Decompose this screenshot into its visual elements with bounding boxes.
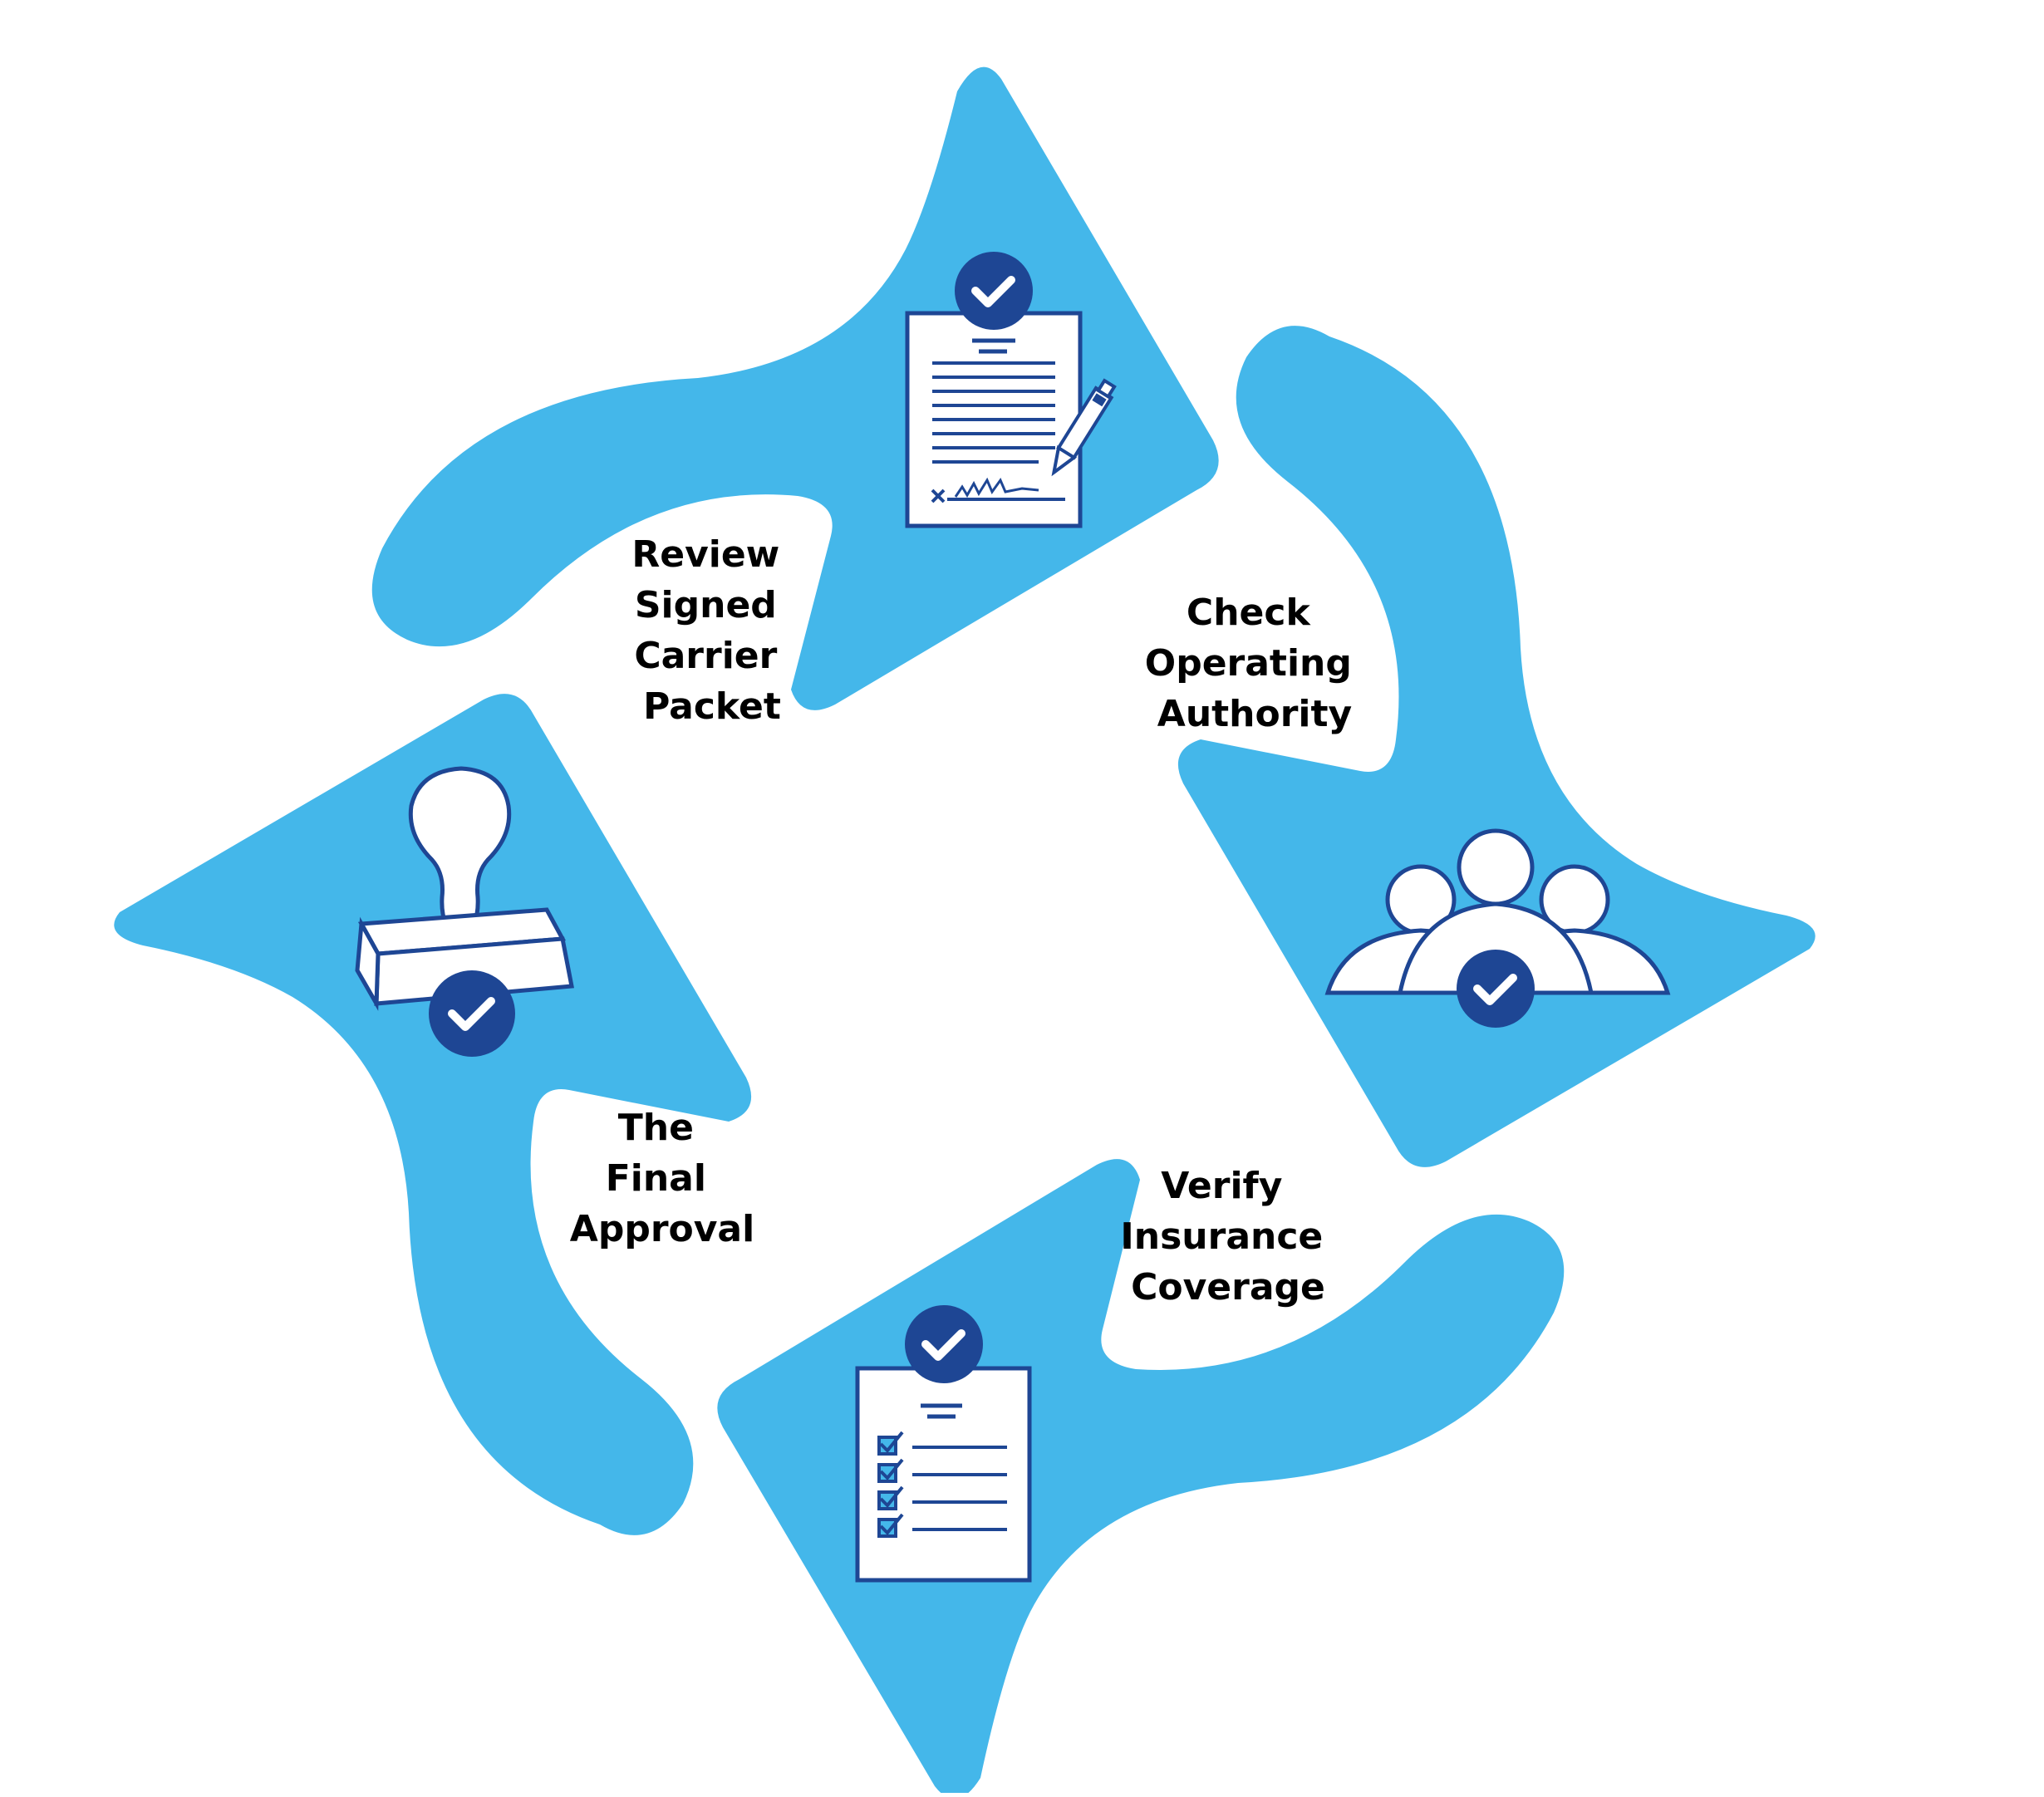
person-center-body — [1397, 901, 1594, 995]
stamp-block-side — [355, 916, 381, 1011]
insurance-label-line-3: Coverage — [1131, 1266, 1325, 1308]
review-label-line-2: Signed — [635, 584, 777, 626]
authority-label-line-2: Operating — [1145, 642, 1352, 685]
rubber-stamp-icon — [355, 766, 574, 1057]
insurance-label-line-1: Verify — [1161, 1165, 1282, 1207]
insurance-label-line-2: Insurance — [1120, 1215, 1323, 1258]
check-badge-icon — [905, 1305, 983, 1383]
person-center-head — [1457, 828, 1535, 906]
approval-label-line-1: The — [618, 1107, 694, 1149]
authority-step-label: Check Operating Authority — [1145, 592, 1364, 735]
checklist-clipboard-icon — [855, 1305, 1032, 1583]
authority-label-line-3: Authority — [1157, 693, 1352, 735]
signed-document-icon — [905, 252, 1117, 528]
signature-squiggle — [954, 477, 1039, 498]
step-labels: Review Signed Carrier Packet Check Opera… — [570, 533, 1364, 1308]
checklist-rows — [877, 1431, 1007, 1538]
approval-label-line-3: Approval — [570, 1208, 754, 1250]
check-badge-icon — [429, 970, 515, 1057]
people-group-check-icon — [1324, 828, 1671, 1028]
approval-step-label: The Final Approval — [570, 1107, 754, 1250]
cycle-arrow-left — [114, 694, 752, 1535]
pen-icon — [1051, 378, 1117, 477]
review-label-line-3: Carrier — [634, 635, 777, 677]
cycle-arrows — [114, 66, 1816, 1797]
cycle-arrow-right — [1177, 326, 1816, 1167]
stamp-handle — [408, 766, 512, 948]
cycle-arrow-top — [371, 66, 1219, 710]
insurance-step-label: Verify Insurance Coverage — [1120, 1165, 1335, 1308]
authority-label-line-1: Check — [1187, 592, 1312, 634]
check-badge-icon — [955, 252, 1033, 330]
approval-label-line-2: Final — [606, 1157, 706, 1200]
review-label-line-4: Packet — [643, 685, 781, 728]
check-badge-icon — [1457, 950, 1535, 1028]
review-step-label: Review Signed Carrier Packet — [631, 533, 792, 728]
review-label-line-1: Review — [631, 533, 779, 576]
